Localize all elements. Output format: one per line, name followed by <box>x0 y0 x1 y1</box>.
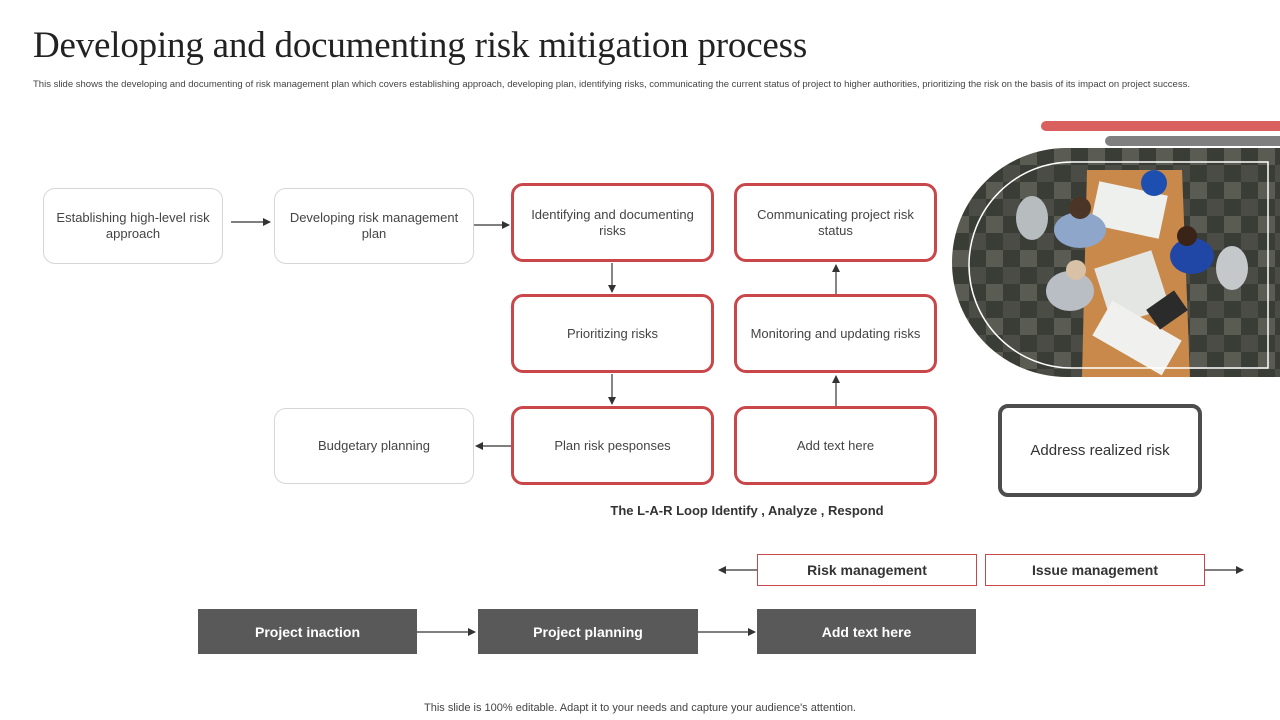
step-plan-responses: Plan risk pesponses <box>511 406 714 485</box>
stage-project-inaction-label: Project inaction <box>254 623 361 640</box>
step-developing-plan: Developing risk management plan <box>274 188 474 264</box>
stage-add-text-label: Add text here <box>821 623 912 640</box>
step-budgetary-planning: Budgetary planning <box>274 408 474 484</box>
step-prioritizing-label: Prioritizing risks <box>566 325 658 341</box>
address-realized-risk-box: Address realized risk <box>998 404 1202 497</box>
step-add-text: Add text here <box>734 406 937 485</box>
step-developing-label: Developing risk management plan <box>289 210 459 241</box>
step-communicating-status: Communicating project risk status <box>734 183 937 262</box>
step-monitoring-risks: Monitoring and updating risks <box>734 294 937 373</box>
step-identifying-risks: Identifying and documenting risks <box>511 183 714 262</box>
step-establishing-approach: Establishing high-level risk approach <box>43 188 223 264</box>
step-monitoring-label: Monitoring and updating risks <box>750 325 921 341</box>
stage-project-planning: Project planning <box>478 609 698 654</box>
risk-management-label: Risk management <box>807 562 927 578</box>
meeting-photo <box>952 148 1280 377</box>
slide-title: Developing and documenting risk mitigati… <box>33 25 808 66</box>
stage-project-planning-label: Project planning <box>533 623 643 640</box>
lar-loop-caption: The L-A-R Loop Identify , Analyze , Resp… <box>610 503 884 518</box>
risk-management-box: Risk management <box>757 554 977 586</box>
slide-subtitle: This slide shows the developing and docu… <box>33 79 1190 90</box>
step-prioritizing-risks: Prioritizing risks <box>511 294 714 373</box>
step-add-text-label: Add text here <box>796 437 875 453</box>
meeting-photo-illustration <box>952 148 1280 377</box>
step-communicating-label: Communicating project risk status <box>757 206 914 238</box>
decor-bar-red <box>1041 121 1280 131</box>
issue-management-label: Issue management <box>1031 562 1159 578</box>
decor-bar-gray <box>1105 136 1280 146</box>
slide-footer: This slide is 100% editable. Adapt it to… <box>424 702 856 714</box>
stage-add-text: Add text here <box>757 609 976 654</box>
step-plan-responses-label: Plan risk pesponses <box>554 437 671 453</box>
issue-management-box: Issue management <box>985 554 1205 586</box>
address-realized-risk-label: Address realized risk <box>1030 441 1170 459</box>
step-establishing-label: Establishing high-level risk approach <box>56 210 210 241</box>
step-identifying-label: Identifying and documenting risks <box>531 206 694 238</box>
step-budgetary-label: Budgetary planning <box>317 438 431 453</box>
stage-project-inaction: Project inaction <box>198 609 417 654</box>
